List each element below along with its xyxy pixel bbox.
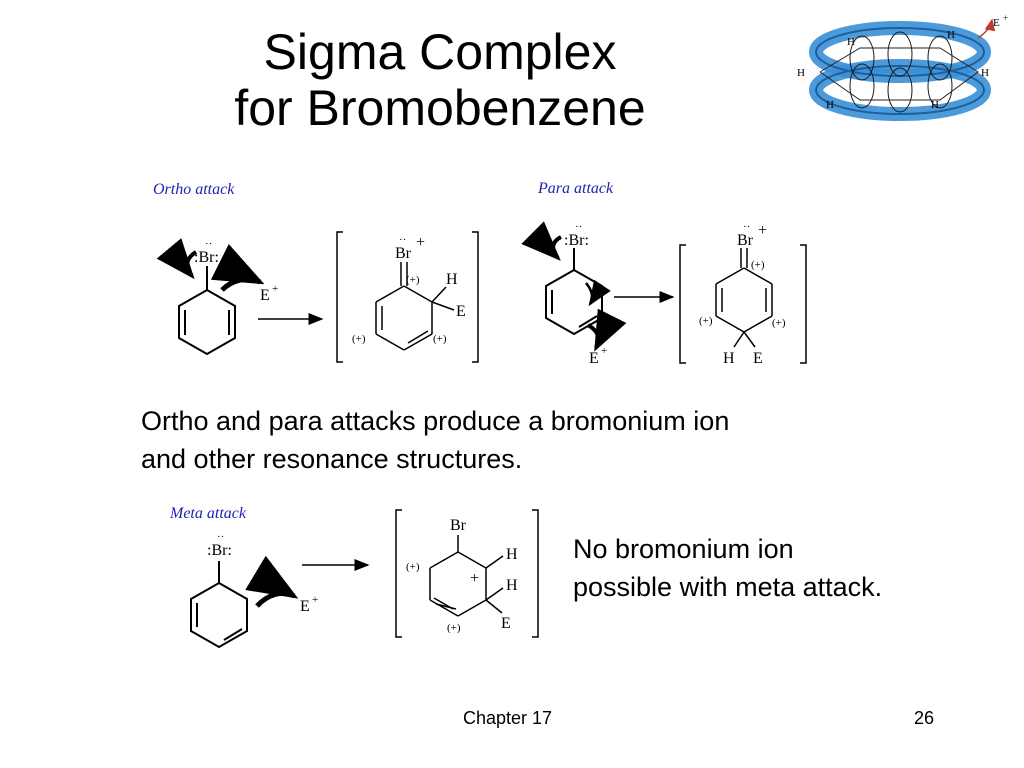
ortho-para-explanation: Ortho and para attacks produce a bromoni…: [141, 402, 729, 478]
para-attack-label: Para attack: [538, 180, 614, 197]
ortho-br-lone-pair: ··: [205, 238, 212, 250]
meta-attack-label: Meta attack: [170, 505, 246, 522]
meta-reactant: :Br: ·· E +: [190, 531, 318, 649]
ortho-positive-3: (+): [433, 333, 447, 345]
meta-positive-1: (+): [406, 561, 420, 573]
meta-br: :Br:: [207, 542, 232, 559]
meta-line-2: possible with meta attack.: [573, 572, 883, 602]
para-positive-1: (+): [751, 259, 765, 271]
para-reactant: :Br: ·· E +: [521, 221, 627, 367]
orbital-electrophile: E: [993, 17, 1000, 29]
orbital-h-4: H: [981, 67, 989, 79]
orbital-h-2: H: [947, 29, 955, 41]
footer-page-number: 26: [914, 708, 935, 728]
ortho-positive-2: (+): [352, 333, 366, 345]
meta-br-lone-pair: ··: [217, 531, 224, 543]
para-complex-h: H: [723, 350, 735, 367]
meta-complex-br: Br: [450, 517, 467, 534]
ortho-para-line-1: Ortho and para attacks produce a bromoni…: [141, 406, 730, 436]
para-complex-br: Br: [737, 232, 754, 249]
meta-electrophile-charge: +: [312, 594, 318, 606]
ortho-complex-e: E: [456, 303, 466, 320]
para-electrophile-charge: +: [601, 345, 607, 357]
ortho-reactant: :Br: ·· E +: [156, 238, 278, 356]
ortho-para-line-2: and other resonance structures.: [141, 444, 523, 474]
para-sigma-complex: Br ·· + H E (+) (+) (+): [679, 221, 807, 367]
ortho-sigma-complex: Br ·· + H E (+) (+) (+): [336, 231, 479, 363]
para-positive-3: (+): [772, 317, 786, 329]
para-electrophile: E: [589, 350, 599, 367]
footer-chapter: Chapter 17: [463, 708, 553, 728]
meta-complex-h-1: H: [506, 546, 518, 563]
meta-sigma-complex: Br H H E + (+) (+): [395, 509, 539, 638]
ortho-complex-h: H: [446, 271, 458, 288]
meta-electrophile: E: [300, 598, 310, 615]
title-line-2: for Bromobenzene: [234, 80, 646, 136]
benzene-pi-orbital-icon: H H H H H H E +: [797, 13, 1008, 121]
ortho-positive-1: (+): [406, 274, 420, 286]
para-positive-2: (+): [699, 315, 713, 327]
meta-positive-2: (+): [447, 622, 461, 634]
orbital-electrophile-charge: +: [1003, 13, 1008, 23]
ortho-complex-br-lone-pair: ··: [399, 234, 406, 246]
para-complex-e: E: [753, 350, 763, 367]
ortho-complex-br-charge: +: [416, 234, 425, 251]
meta-complex-e: E: [501, 615, 511, 632]
orbital-h-6: H: [931, 99, 939, 111]
meta-complex-h-2: H: [506, 577, 518, 594]
para-complex-br-lone-pair: ··: [743, 221, 750, 233]
orbital-h-3: H: [797, 67, 805, 79]
meta-line-1: No bromonium ion: [573, 534, 794, 564]
page-title: Sigma Complex for Bromobenzene: [150, 24, 730, 136]
orbital-h-5: H: [826, 99, 834, 111]
ortho-attack-label: Ortho attack: [153, 181, 235, 198]
ortho-electrophile: E: [260, 287, 270, 304]
ortho-br: :Br:: [194, 249, 219, 266]
ortho-complex-br: Br: [395, 245, 412, 262]
orbital-h-1: H: [847, 36, 855, 48]
title-line-1: Sigma Complex: [263, 24, 617, 80]
ortho-electrophile-charge: +: [272, 283, 278, 295]
meta-explanation: No bromonium ion possible with meta atta…: [573, 530, 882, 606]
para-complex-br-charge: +: [758, 222, 767, 239]
para-br-lone-pair: ··: [575, 221, 582, 233]
para-br: :Br:: [564, 232, 589, 249]
meta-complex-charge: +: [470, 570, 479, 587]
